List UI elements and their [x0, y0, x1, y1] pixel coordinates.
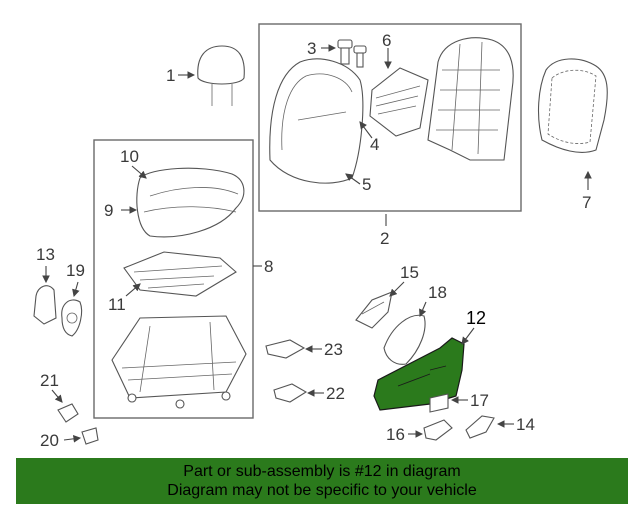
callout-5: 5 — [362, 175, 371, 194]
callout-9: 9 — [104, 201, 113, 220]
callout-19: 19 — [66, 261, 85, 280]
seat-cushion-group-box — [93, 139, 254, 419]
part-lever[interactable] — [465, 415, 495, 439]
callout-13: 13 — [36, 245, 55, 264]
callout-17: 17 — [470, 391, 489, 410]
banner-line-2: Diagram may not be specific to your vehi… — [167, 482, 477, 499]
callout-6: 6 — [382, 31, 391, 50]
part-seat-shield-highlighted[interactable] — [373, 337, 465, 411]
part-shield-inner[interactable] — [383, 314, 426, 365]
part-recliner-cover-inner[interactable] — [61, 299, 83, 337]
part-clip[interactable] — [57, 403, 79, 423]
callout-14: 14 — [516, 415, 535, 434]
part-track-cover-rear[interactable] — [273, 383, 308, 403]
part-knob[interactable] — [423, 419, 453, 441]
callout-23: 23 — [324, 340, 343, 359]
callout-22: 22 — [326, 384, 345, 403]
callout-7: 7 — [582, 193, 591, 212]
banner-line-1: Part or sub-assembly is #12 in diagram — [183, 463, 461, 480]
part-seat-back-panel[interactable] — [538, 58, 608, 153]
part-seat-back-frame — [427, 37, 514, 161]
callout-11: 11 — [108, 295, 126, 314]
callout-3: 3 — [307, 39, 316, 58]
part-track-cover-front[interactable] — [265, 339, 306, 359]
part-headrest-guide[interactable] — [337, 39, 367, 68]
part-headrest[interactable] — [197, 45, 245, 106]
callout-18: 18 — [428, 283, 447, 302]
callout-21: 21 — [40, 371, 59, 390]
callout-12: 12 — [466, 308, 486, 328]
callout-4: 4 — [370, 135, 379, 154]
seat-back-group-box — [258, 23, 522, 212]
part-lumbar-support[interactable] — [369, 67, 429, 137]
part-cushion-spring[interactable] — [123, 251, 237, 297]
part-seat-back-cover[interactable] — [269, 58, 364, 184]
part-seat-cushion-cover[interactable] — [136, 167, 245, 238]
callout-10: 10 — [120, 147, 139, 166]
callout-2: 2 — [380, 229, 389, 248]
callout-20: 20 — [40, 431, 59, 450]
info-banner: Part or sub-assembly is #12 in diagram D… — [16, 458, 628, 504]
callout-16: 16 — [386, 425, 405, 444]
callout-15: 15 — [400, 263, 419, 282]
part-cover-cap[interactable] — [429, 393, 449, 413]
callout-1: 1 — [166, 66, 175, 85]
part-recliner-cover[interactable] — [33, 285, 57, 325]
part-seat-track-frame — [111, 315, 247, 409]
part-screw-cap[interactable] — [81, 427, 99, 445]
callout-8: 8 — [264, 257, 273, 276]
part-harness-bracket[interactable] — [355, 291, 393, 329]
